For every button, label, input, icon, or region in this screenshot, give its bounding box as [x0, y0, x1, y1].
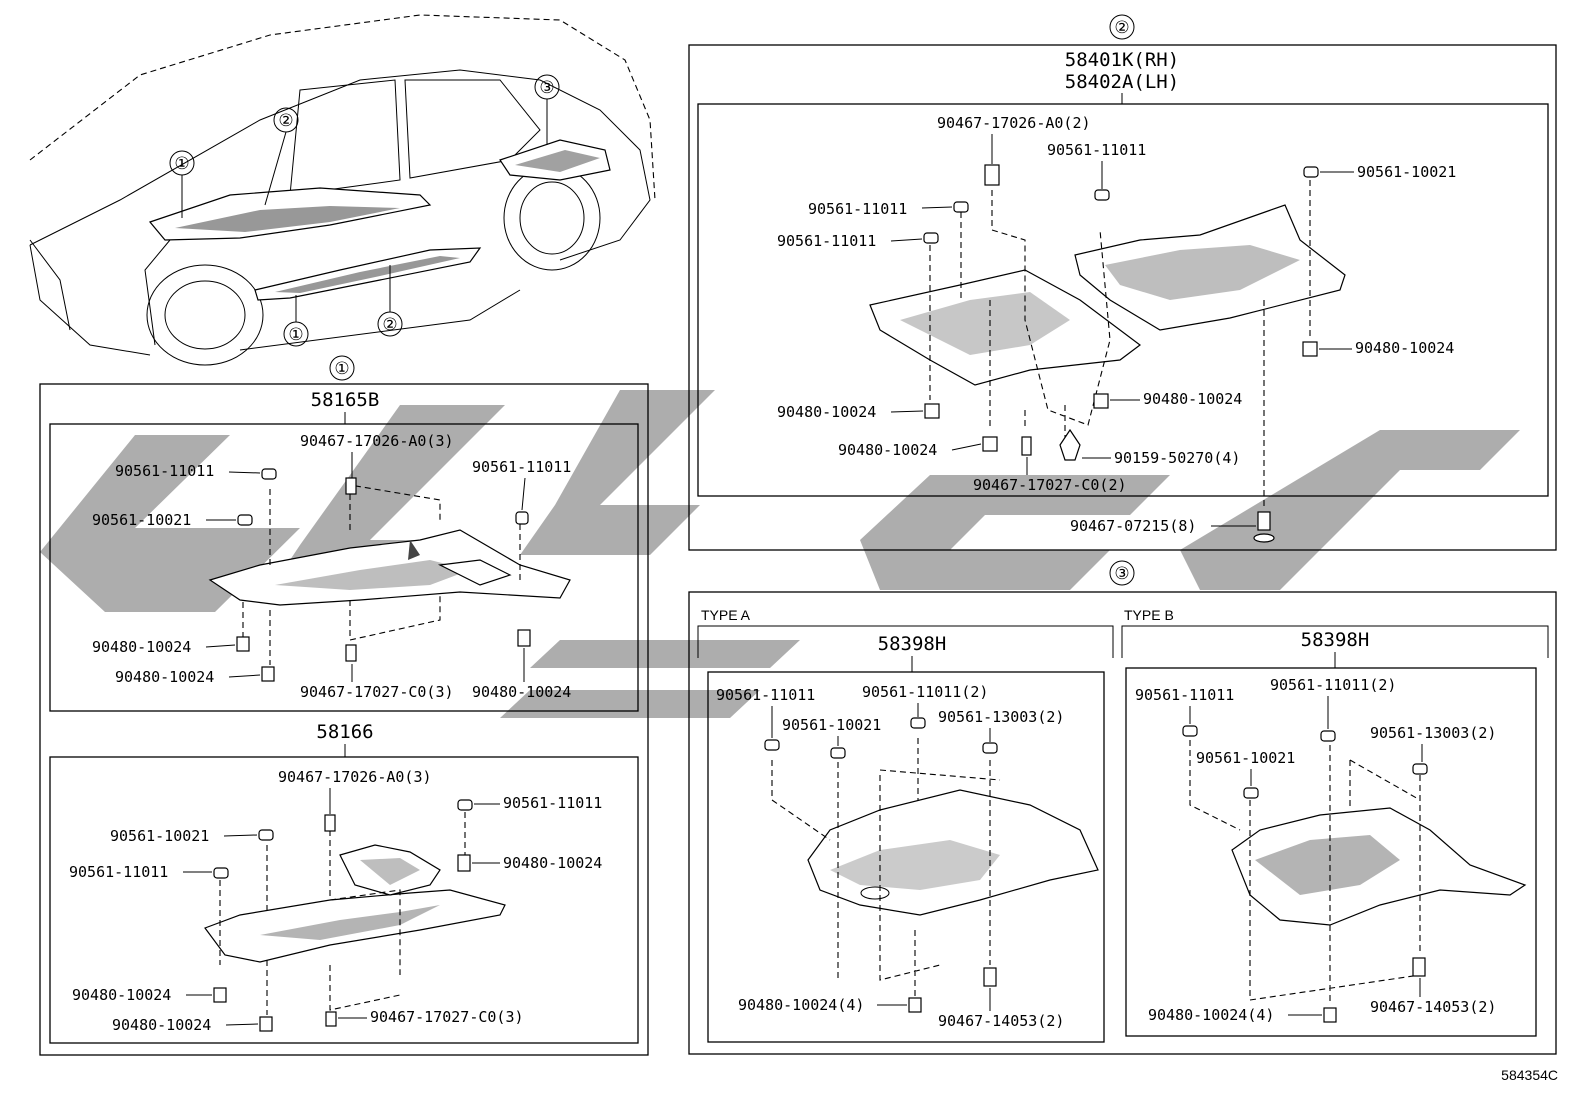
- part-number-58402a-lh: 58402A(LH): [1065, 71, 1179, 93]
- label-90561-11011-middle: 90561-11011: [808, 200, 907, 218]
- label-90561-10021: 90561-10021: [1357, 163, 1456, 181]
- label-90480-10024-right: 90480-10024: [1355, 339, 1454, 357]
- overview-callout-2-top: ②: [278, 111, 293, 130]
- overview-callout-2-bottom: ②: [382, 315, 397, 334]
- label-90561-11011-type-a: 90561-11011: [716, 686, 815, 704]
- type-b-label: TYPE B: [1124, 607, 1174, 623]
- part-number-58401k-rh: 58401K(RH): [1065, 49, 1179, 71]
- label-90467-17026-a0-3-panel-a: 90467-17026-A0(3): [300, 432, 454, 450]
- label-90159-50270-4: 90159-50270(4): [1114, 449, 1240, 467]
- label-90480-10024-center: 90480-10024: [1143, 390, 1242, 408]
- part-number-58398h-type-b: 58398H: [1301, 629, 1370, 651]
- label-90480-10024-lower-panel-a: 90480-10024: [115, 668, 214, 686]
- label-90561-11011-lower: 90561-11011: [777, 232, 876, 250]
- label-90561-10021-type-b: 90561-10021: [1196, 749, 1295, 767]
- label-90561-10021-panel-b: 90561-10021: [110, 827, 209, 845]
- vehicle-overview: ① ② ③ ① ②: [29, 14, 656, 366]
- section-2: ② 58401K(RH) 58402A(LH) 90467-17026-: [688, 14, 1557, 551]
- label-90561-11011-2-type-a: 90561-11011(2): [862, 683, 988, 701]
- label-90480-10024-4-type-b: 90480-10024(4): [1148, 1006, 1274, 1024]
- type-a-label: TYPE A: [701, 607, 751, 623]
- label-90480-10024-upper-panel-b: 90480-10024: [72, 986, 171, 1004]
- under-cover-58398h-type-a: [764, 717, 1099, 1013]
- label-90480-10024-right-panel-b: 90480-10024: [503, 854, 602, 872]
- label-90467-17027-c0-3-panel-a: 90467-17027-C0(3): [300, 683, 454, 701]
- overview-callout-3: ③: [539, 78, 554, 97]
- section-3-number: ③: [1114, 564, 1129, 583]
- label-90467-14053-2-type-a: 90467-14053(2): [938, 1012, 1064, 1030]
- label-90480-10024-upper-panel-a: 90480-10024: [92, 638, 191, 656]
- overview-callout-1-top: ①: [174, 154, 189, 173]
- part-number-58166: 58166: [316, 721, 373, 743]
- label-90467-17027-c0-3-panel-b: 90467-17027-C0(3): [370, 1008, 524, 1026]
- label-90467-14053-2-type-b: 90467-14053(2): [1370, 998, 1496, 1016]
- under-cover-58398h-type-b: [1182, 725, 1527, 1023]
- label-90467-07215-8: 90467-07215(8): [1070, 517, 1196, 535]
- label-90467-17026-a0-2: 90467-17026-A0(2): [937, 114, 1091, 132]
- label-90467-17026-a0-3-panel-b: 90467-17026-A0(3): [278, 768, 432, 786]
- label-90561-10021-type-a: 90561-10021: [782, 716, 881, 734]
- section-1: ① 58165B 90467-17026-A0(3) 90561-11011 9…: [39, 355, 649, 1056]
- section-1-number: ①: [334, 359, 349, 378]
- label-90561-11011-left-panel-a: 90561-11011: [115, 462, 214, 480]
- section-3: ③ TYPE A 58398H 90561-11011 90561-11011(…: [688, 560, 1557, 1055]
- overview-callout-1-bottom: ①: [288, 325, 303, 344]
- label-90561-11011-top-panel-b: 90561-11011: [503, 794, 602, 812]
- label-90480-10024-bottom: 90480-10024: [838, 441, 937, 459]
- part-number-58398h-type-a: 58398H: [878, 633, 947, 655]
- part-number-58165b: 58165B: [311, 389, 380, 411]
- label-90561-13003-2-type-a: 90561-13003(2): [938, 708, 1064, 726]
- section-2-number: ②: [1114, 18, 1129, 37]
- label-90561-10021-panel-a: 90561-10021: [92, 511, 191, 529]
- label-90480-10024-left: 90480-10024: [777, 403, 876, 421]
- label-90561-11011-right-panel-a: 90561-11011: [472, 458, 571, 476]
- label-90467-17027-c0-2: 90467-17027-C0(2): [973, 476, 1127, 494]
- label-90561-11011-type-b: 90561-11011: [1135, 686, 1234, 704]
- illustration-id: 584354C: [1501, 1067, 1558, 1083]
- label-90561-11011-left-panel-b: 90561-11011: [69, 863, 168, 881]
- under-cover-58166: [204, 799, 506, 1032]
- label-90480-10024-right-panel-a: 90480-10024: [472, 683, 571, 701]
- label-90480-10024-4-type-a: 90480-10024(4): [738, 996, 864, 1014]
- under-cover-58165b: [208, 468, 571, 682]
- label-90561-13003-2-type-b: 90561-13003(2): [1370, 724, 1496, 742]
- label-90561-11011-2-type-b: 90561-11011(2): [1270, 676, 1396, 694]
- label-90561-11011-top: 90561-11011: [1047, 141, 1146, 159]
- label-90480-10024-lower-panel-b: 90480-10024: [112, 1016, 211, 1034]
- under-cover-58401k-58402a: [869, 164, 1346, 543]
